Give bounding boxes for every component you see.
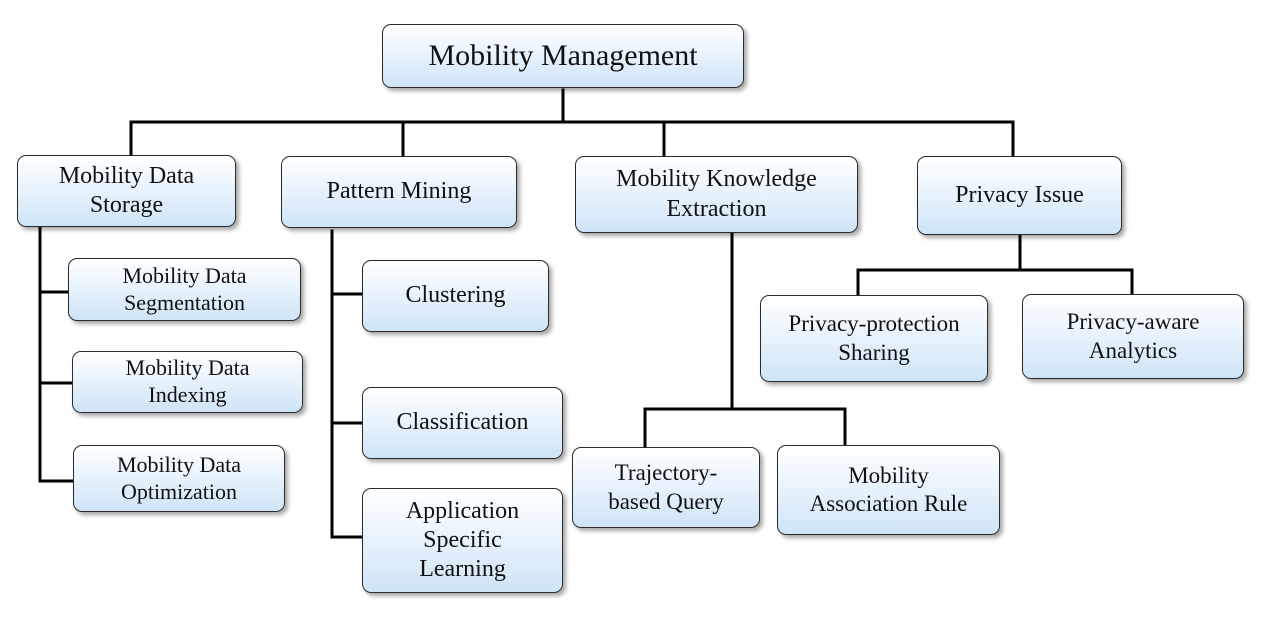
leaf-clustering: Clustering bbox=[362, 260, 549, 332]
leaf-classification: Classification bbox=[362, 387, 563, 459]
leaf-label: Trajectory- based Query bbox=[608, 460, 724, 514]
category-mobility-knowledge-extraction: Mobility Knowledge Extraction bbox=[575, 156, 858, 233]
root-node: Mobility Management bbox=[382, 24, 744, 88]
category-label: Pattern Mining bbox=[326, 178, 472, 205]
leaf-privacy-protection-sharing: Privacy-protection Sharing bbox=[760, 295, 988, 382]
leaf-mobility-data-indexing: Mobility Data Indexing bbox=[72, 351, 303, 413]
category-privacy-issue: Privacy Issue bbox=[917, 156, 1122, 235]
root-label: Mobility Management bbox=[428, 38, 698, 72]
leaf-application-specific-learning: Application Specific Learning bbox=[362, 488, 563, 593]
category-label: Mobility Knowledge Extraction bbox=[616, 166, 817, 222]
leaf-mobility-association-rule: Mobility Association Rule bbox=[777, 445, 1000, 535]
leaf-label: Mobility Data Optimization bbox=[116, 451, 242, 504]
leaf-label: Classification bbox=[396, 409, 529, 436]
leaf-trajectory-based-query: Trajectory- based Query bbox=[572, 447, 760, 528]
leaf-label: Mobility Association Rule bbox=[809, 462, 968, 516]
leaf-label: Privacy-aware Analytics bbox=[1066, 309, 1200, 363]
leaf-mobility-data-optimization: Mobility Data Optimization bbox=[73, 445, 285, 512]
category-label: Mobility Data Storage bbox=[58, 162, 195, 218]
leaf-privacy-aware-analytics: Privacy-aware Analytics bbox=[1022, 294, 1244, 379]
leaf-label: Application Specific Learning bbox=[405, 497, 520, 583]
leaf-label: Clustering bbox=[405, 282, 506, 309]
leaf-mobility-data-segmentation: Mobility Data Segmentation bbox=[68, 258, 301, 321]
category-pattern-mining: Pattern Mining bbox=[281, 156, 517, 228]
leaf-label: Mobility Data Segmentation bbox=[122, 262, 247, 315]
category-mobility-data-storage: Mobility Data Storage bbox=[17, 155, 236, 227]
leaf-label: Privacy-protection Sharing bbox=[788, 311, 960, 365]
category-label: Privacy Issue bbox=[955, 181, 1084, 208]
leaf-label: Mobility Data Indexing bbox=[125, 355, 250, 407]
